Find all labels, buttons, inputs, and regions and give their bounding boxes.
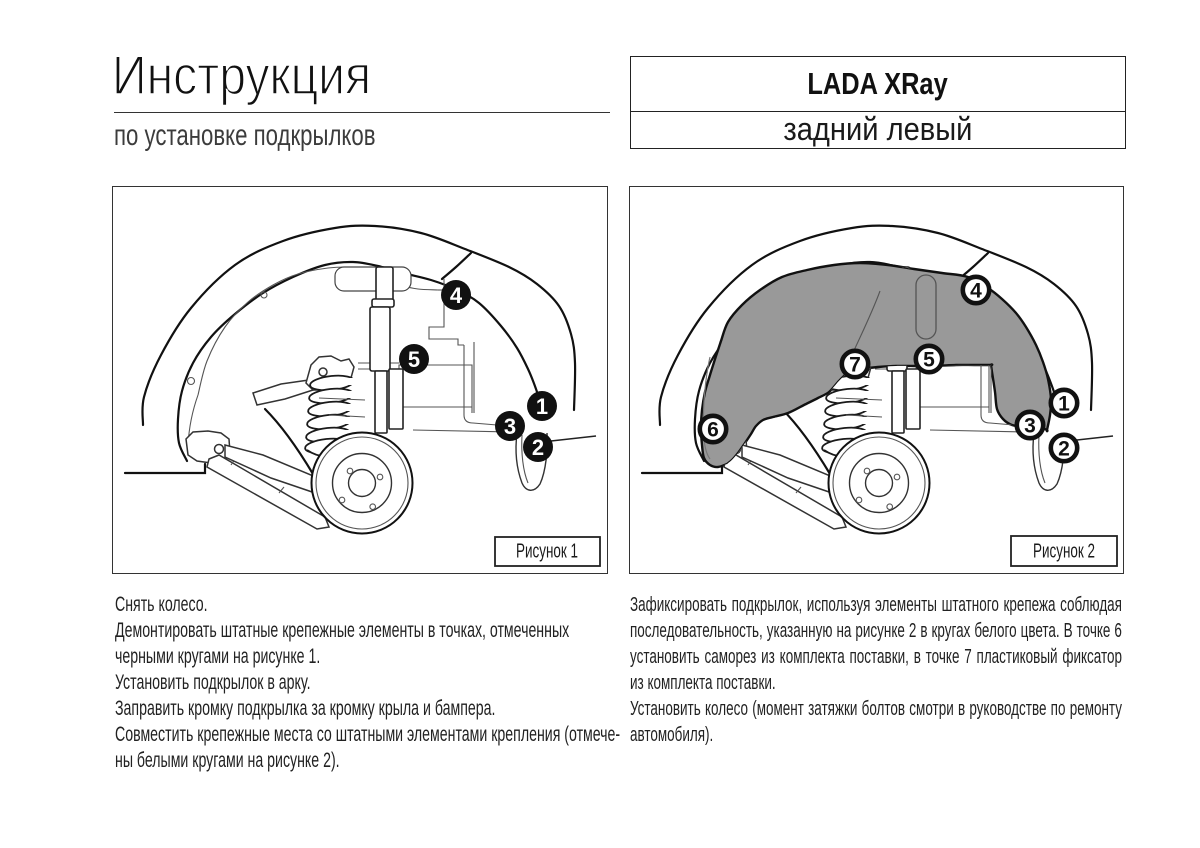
svg-text:2: 2 [532,435,544,460]
svg-text:1: 1 [536,394,548,419]
svg-text:5: 5 [408,347,420,372]
svg-text:7: 7 [849,354,861,377]
svg-text:Рисунок 1: Рисунок 1 [516,541,578,563]
svg-text:6: 6 [707,419,719,442]
svg-text:3: 3 [504,414,516,439]
svg-text:1: 1 [1058,393,1070,416]
svg-text:Рисунок 2: Рисунок 2 [1033,541,1095,563]
svg-text:5: 5 [923,349,935,372]
svg-text:4: 4 [970,280,982,303]
svg-text:3: 3 [1024,415,1036,438]
svg-text:2: 2 [1058,438,1070,461]
svg-text:4: 4 [450,283,463,308]
